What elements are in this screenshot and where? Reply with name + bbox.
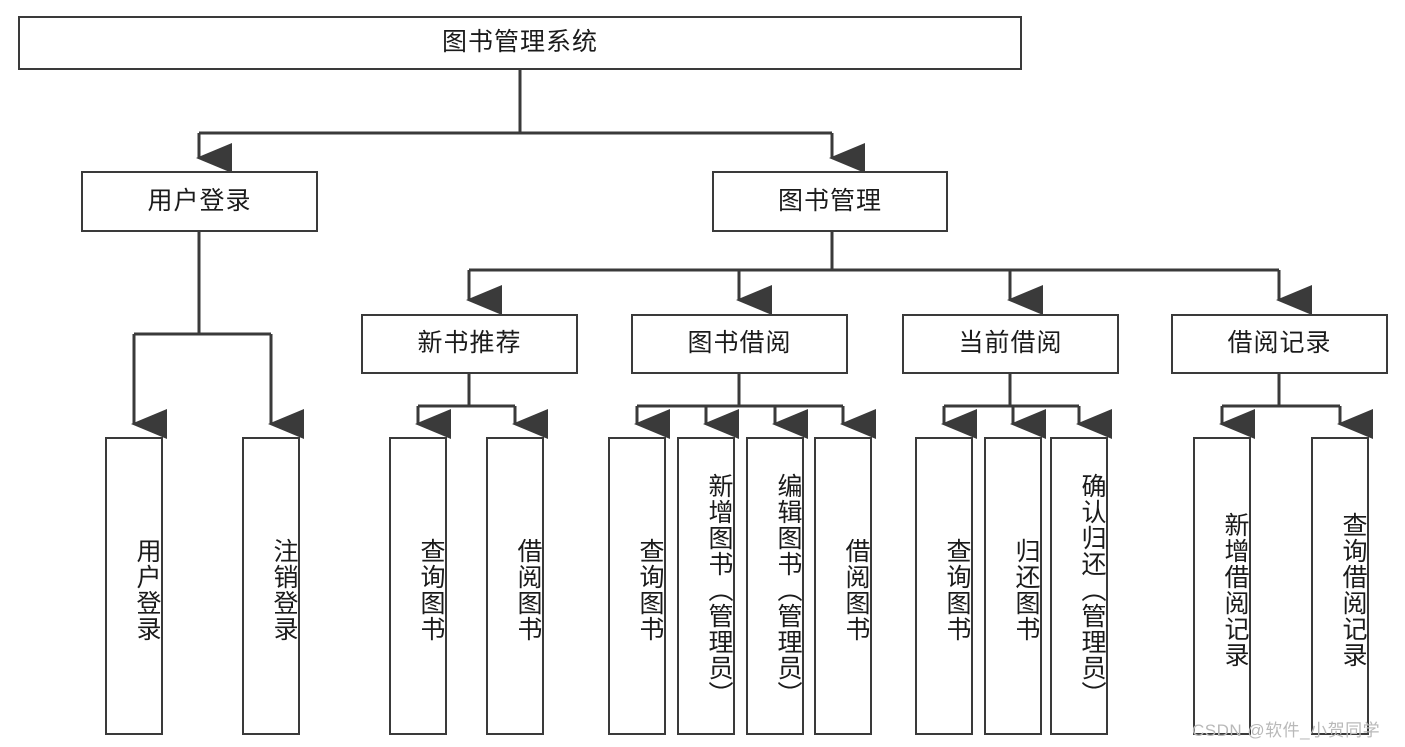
node-label: 图书管理系统 [441,28,598,57]
node-label: 借阅图书 [842,538,870,642]
node-label: 注销登录 [270,538,298,642]
node-label: 借阅记录 [1227,329,1332,358]
node-label: 归还图书 [1012,538,1040,642]
node-label: 新增图书（管理员） [705,473,733,707]
node-label: 查询图书 [943,538,971,642]
node-current-borrow[interactable]: 当前借阅 [902,314,1119,374]
leaf-book-borrow-borrow[interactable]: 借阅图书 [814,437,872,735]
node-label: 查询图书 [417,538,445,642]
node-label: 查询图书 [636,538,664,642]
node-label: 当前借阅 [958,329,1063,358]
leaf-current-borrow-query[interactable]: 查询图书 [915,437,973,735]
node-book-borrow[interactable]: 图书借阅 [631,314,848,374]
leaf-current-borrow-return[interactable]: 归还图书 [984,437,1042,735]
node-label: 新增借阅记录 [1221,512,1249,668]
node-borrow-record[interactable]: 借阅记录 [1171,314,1388,374]
node-book-management[interactable]: 图书管理 [712,171,948,232]
node-label: 借阅图书 [514,538,542,642]
node-label: 确认归还（管理员） [1078,473,1106,707]
leaf-new-book-query[interactable]: 查询图书 [389,437,447,735]
node-label: 查询借阅记录 [1339,512,1367,668]
leaf-user-login-login[interactable]: 用户登录 [105,437,163,735]
node-label: 用户登录 [133,538,161,642]
leaf-current-borrow-confirm-return[interactable]: 确认归还（管理员） [1050,437,1108,735]
leaf-book-borrow-query[interactable]: 查询图书 [608,437,666,735]
leaf-new-book-borrow[interactable]: 借阅图书 [486,437,544,735]
leaf-borrow-record-query[interactable]: 查询借阅记录 [1311,437,1369,735]
leaf-borrow-record-add[interactable]: 新增借阅记录 [1193,437,1251,735]
node-new-book-recommend[interactable]: 新书推荐 [361,314,578,374]
node-label: 图书管理 [777,186,882,215]
leaf-book-borrow-edit[interactable]: 编辑图书（管理员） [746,437,804,735]
node-label: 新书推荐 [417,329,522,358]
node-label: 编辑图书（管理员） [774,473,802,707]
leaf-book-borrow-add[interactable]: 新增图书（管理员） [677,437,735,735]
leaf-user-login-logout[interactable]: 注销登录 [242,437,300,735]
node-root-system[interactable]: 图书管理系统 [18,16,1022,70]
csdn-watermark: CSDN @软件_小贺同学 [1192,721,1381,740]
node-label: 图书借阅 [687,329,792,358]
node-label: 用户登录 [147,186,252,215]
node-user-login[interactable]: 用户登录 [81,171,318,232]
